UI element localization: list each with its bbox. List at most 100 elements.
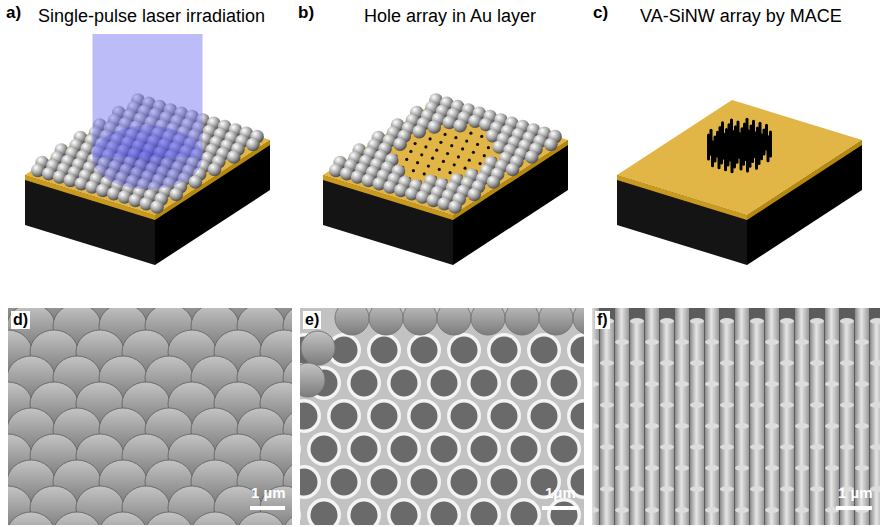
hole bbox=[442, 160, 445, 163]
nanowire bbox=[720, 402, 734, 453]
hole-rim bbox=[367, 399, 401, 433]
nanowire bbox=[780, 444, 794, 495]
nanowire-top bbox=[855, 465, 869, 471]
nanowire-top bbox=[630, 486, 644, 492]
nanowire-top bbox=[765, 339, 779, 345]
nanowire bbox=[600, 360, 614, 411]
nanowire bbox=[720, 318, 734, 369]
nanowire-top bbox=[720, 486, 734, 492]
sphere-cap bbox=[283, 512, 292, 525]
hole bbox=[476, 143, 479, 146]
nanowire-top bbox=[690, 486, 704, 492]
nanowire bbox=[795, 507, 809, 525]
hole bbox=[371, 469, 398, 496]
nanowire bbox=[675, 308, 689, 348]
nanowire-body bbox=[675, 468, 689, 516]
nanowire bbox=[690, 444, 704, 495]
nanowire bbox=[660, 360, 674, 411]
nanowire-top bbox=[780, 486, 794, 492]
nanowire bbox=[870, 318, 880, 369]
nanowire-body bbox=[750, 321, 764, 369]
nanowire-top bbox=[630, 402, 644, 408]
nanowire bbox=[690, 360, 704, 411]
nanowire-body bbox=[720, 405, 734, 453]
nanowire bbox=[765, 339, 779, 390]
colloid-sphere bbox=[246, 138, 260, 152]
panel-letter: f) bbox=[595, 311, 610, 329]
nanowire bbox=[735, 423, 749, 474]
scale-label: 1μm bbox=[545, 485, 576, 502]
nanowire bbox=[825, 339, 839, 390]
nanowire bbox=[645, 465, 659, 516]
panel-letter: d) bbox=[11, 311, 30, 329]
nanowire-top bbox=[675, 423, 689, 429]
nanowire bbox=[735, 381, 749, 432]
nanowire-body bbox=[615, 308, 629, 348]
hole bbox=[391, 370, 418, 397]
nanowire-body bbox=[600, 363, 614, 411]
hole bbox=[416, 161, 419, 164]
hole-rim bbox=[407, 333, 441, 367]
nanowire bbox=[825, 308, 839, 348]
nanowire bbox=[810, 402, 824, 453]
nanowire bbox=[690, 402, 704, 453]
nanowire-top bbox=[735, 507, 749, 513]
panel-title: Hole array in Au layer bbox=[364, 7, 536, 27]
nanowire-top bbox=[675, 339, 689, 345]
hole-rim bbox=[527, 333, 561, 367]
nanowire-top bbox=[615, 465, 629, 471]
nanowire-body bbox=[810, 405, 824, 453]
nanowire bbox=[600, 444, 614, 495]
nanowire-body bbox=[690, 321, 704, 369]
nanowire bbox=[630, 360, 644, 411]
nanowire-top bbox=[825, 339, 839, 345]
nanowire bbox=[795, 339, 809, 390]
nanowire bbox=[720, 486, 734, 525]
nanowire-top bbox=[765, 465, 779, 471]
nanowire-body bbox=[735, 384, 749, 432]
nanowire bbox=[810, 360, 824, 411]
hole-rim bbox=[487, 399, 521, 433]
nanowire-body bbox=[705, 468, 719, 516]
nanowire-body bbox=[795, 308, 809, 348]
nanowire-body bbox=[825, 426, 839, 474]
nanowire bbox=[675, 507, 689, 525]
hole-rim bbox=[547, 498, 581, 525]
nanowire bbox=[660, 486, 674, 525]
gold-surface bbox=[617, 100, 862, 215]
hole bbox=[453, 163, 456, 166]
nanowire-top bbox=[780, 360, 794, 366]
nanowire-top bbox=[810, 444, 824, 450]
nanowire bbox=[765, 308, 779, 348]
nanowire bbox=[870, 360, 880, 411]
nanowire bbox=[675, 381, 689, 432]
nanowire bbox=[750, 360, 764, 411]
nanowire bbox=[750, 444, 764, 495]
nanowire bbox=[731, 148, 734, 172]
panel-title: VA-SiNW array by MACE bbox=[640, 7, 842, 27]
hole bbox=[438, 168, 441, 171]
nanowire-body bbox=[765, 342, 779, 390]
remaining-sphere bbox=[539, 308, 573, 335]
nanowire-top bbox=[645, 381, 659, 387]
hole-rim bbox=[447, 333, 481, 367]
nanowire-top bbox=[660, 318, 674, 324]
hole bbox=[391, 436, 418, 463]
nanowire-top bbox=[825, 381, 839, 387]
nanowire-top bbox=[705, 507, 719, 513]
nanowire-body bbox=[825, 384, 839, 432]
nanowire-body bbox=[855, 342, 869, 390]
nanowire-top bbox=[765, 381, 779, 387]
hole bbox=[413, 142, 416, 145]
nanowire-top bbox=[855, 381, 869, 387]
nanowire-body bbox=[840, 405, 854, 453]
nanowire bbox=[615, 381, 629, 432]
nanowire-top bbox=[630, 360, 644, 366]
nanowire-body bbox=[630, 447, 644, 495]
nanowire-top bbox=[592, 507, 599, 513]
nanowire-top bbox=[615, 423, 629, 429]
nanowire bbox=[705, 339, 719, 390]
hole bbox=[411, 469, 438, 496]
nanowire bbox=[711, 142, 714, 166]
nanowire-body bbox=[810, 447, 824, 495]
